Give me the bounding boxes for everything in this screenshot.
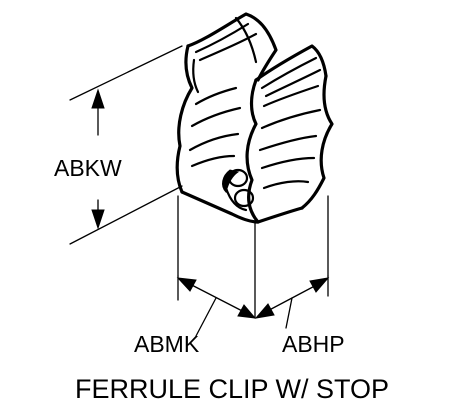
- right-width-dimension: [254, 275, 330, 329]
- clip-front-lobe: [245, 44, 334, 224]
- left-width-dimension-label: ABMK: [134, 331, 200, 357]
- left-width-dimension: [176, 275, 257, 337]
- arrow-left-icon: [254, 303, 275, 319]
- clip-rear-lobe: [175, 12, 278, 194]
- arrow-down-icon: [91, 209, 105, 230]
- ferrule-stop: [180, 168, 304, 224]
- height-dimension: [69, 45, 183, 245]
- arrow-right-icon: [309, 277, 330, 293]
- right-width-dimension-label: ABHP: [282, 331, 345, 357]
- arrow-right-icon: [237, 304, 257, 319]
- diagram-caption: FERRULE CLIP W/ STOP: [75, 374, 389, 404]
- arrow-left-icon: [176, 277, 197, 292]
- arrow-up-icon: [91, 88, 105, 109]
- height-dimension-label: ABKW: [54, 155, 122, 181]
- clip-base-block: [177, 195, 329, 319]
